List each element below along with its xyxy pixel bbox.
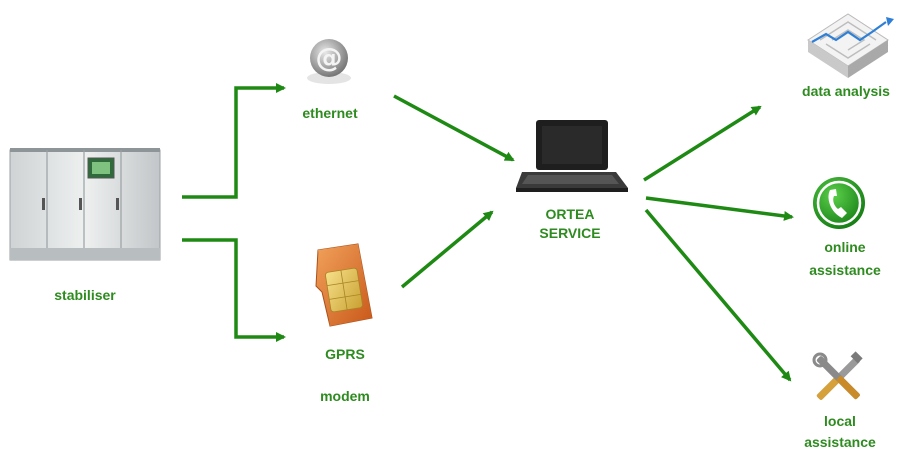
arrow-ethernet-to-ortea [393,94,515,162]
modem-label: modem [320,388,370,404]
ethernet-label: ethernet [302,105,358,121]
maze-icon [807,13,894,78]
stabiliser-cabinet-icon [9,148,161,261]
laptop-icon [516,120,628,192]
tools-icon [812,351,863,400]
online-assistance-label: assistance [809,262,881,278]
sim-card-icon [315,243,373,327]
arrow-stabiliser-to-gprs [182,238,286,342]
local-assistance-label: assistance [804,434,876,450]
arrow-gprs-to-ortea [400,210,494,289]
stabiliser-label: stabiliser [54,287,116,303]
service-label: SERVICE [539,225,601,241]
online-label: online [824,239,866,255]
phone-icon [813,177,865,229]
ortea-label: ORTEA [545,206,595,222]
local-label: local [824,413,856,429]
arrow-ortea-to-data-analysis [643,105,762,182]
arrow-ortea-to-online-assistance [645,196,794,221]
at-sign-icon: @ [307,39,351,84]
data-analysis-label: data analysis [802,83,890,99]
arrow-ortea-to-local-assistance [644,208,792,382]
gprs-label: GPRS [325,346,365,362]
arrows [182,83,794,382]
arrow-stabiliser-to-ethernet [182,83,286,199]
svg-text:@: @ [316,43,343,74]
